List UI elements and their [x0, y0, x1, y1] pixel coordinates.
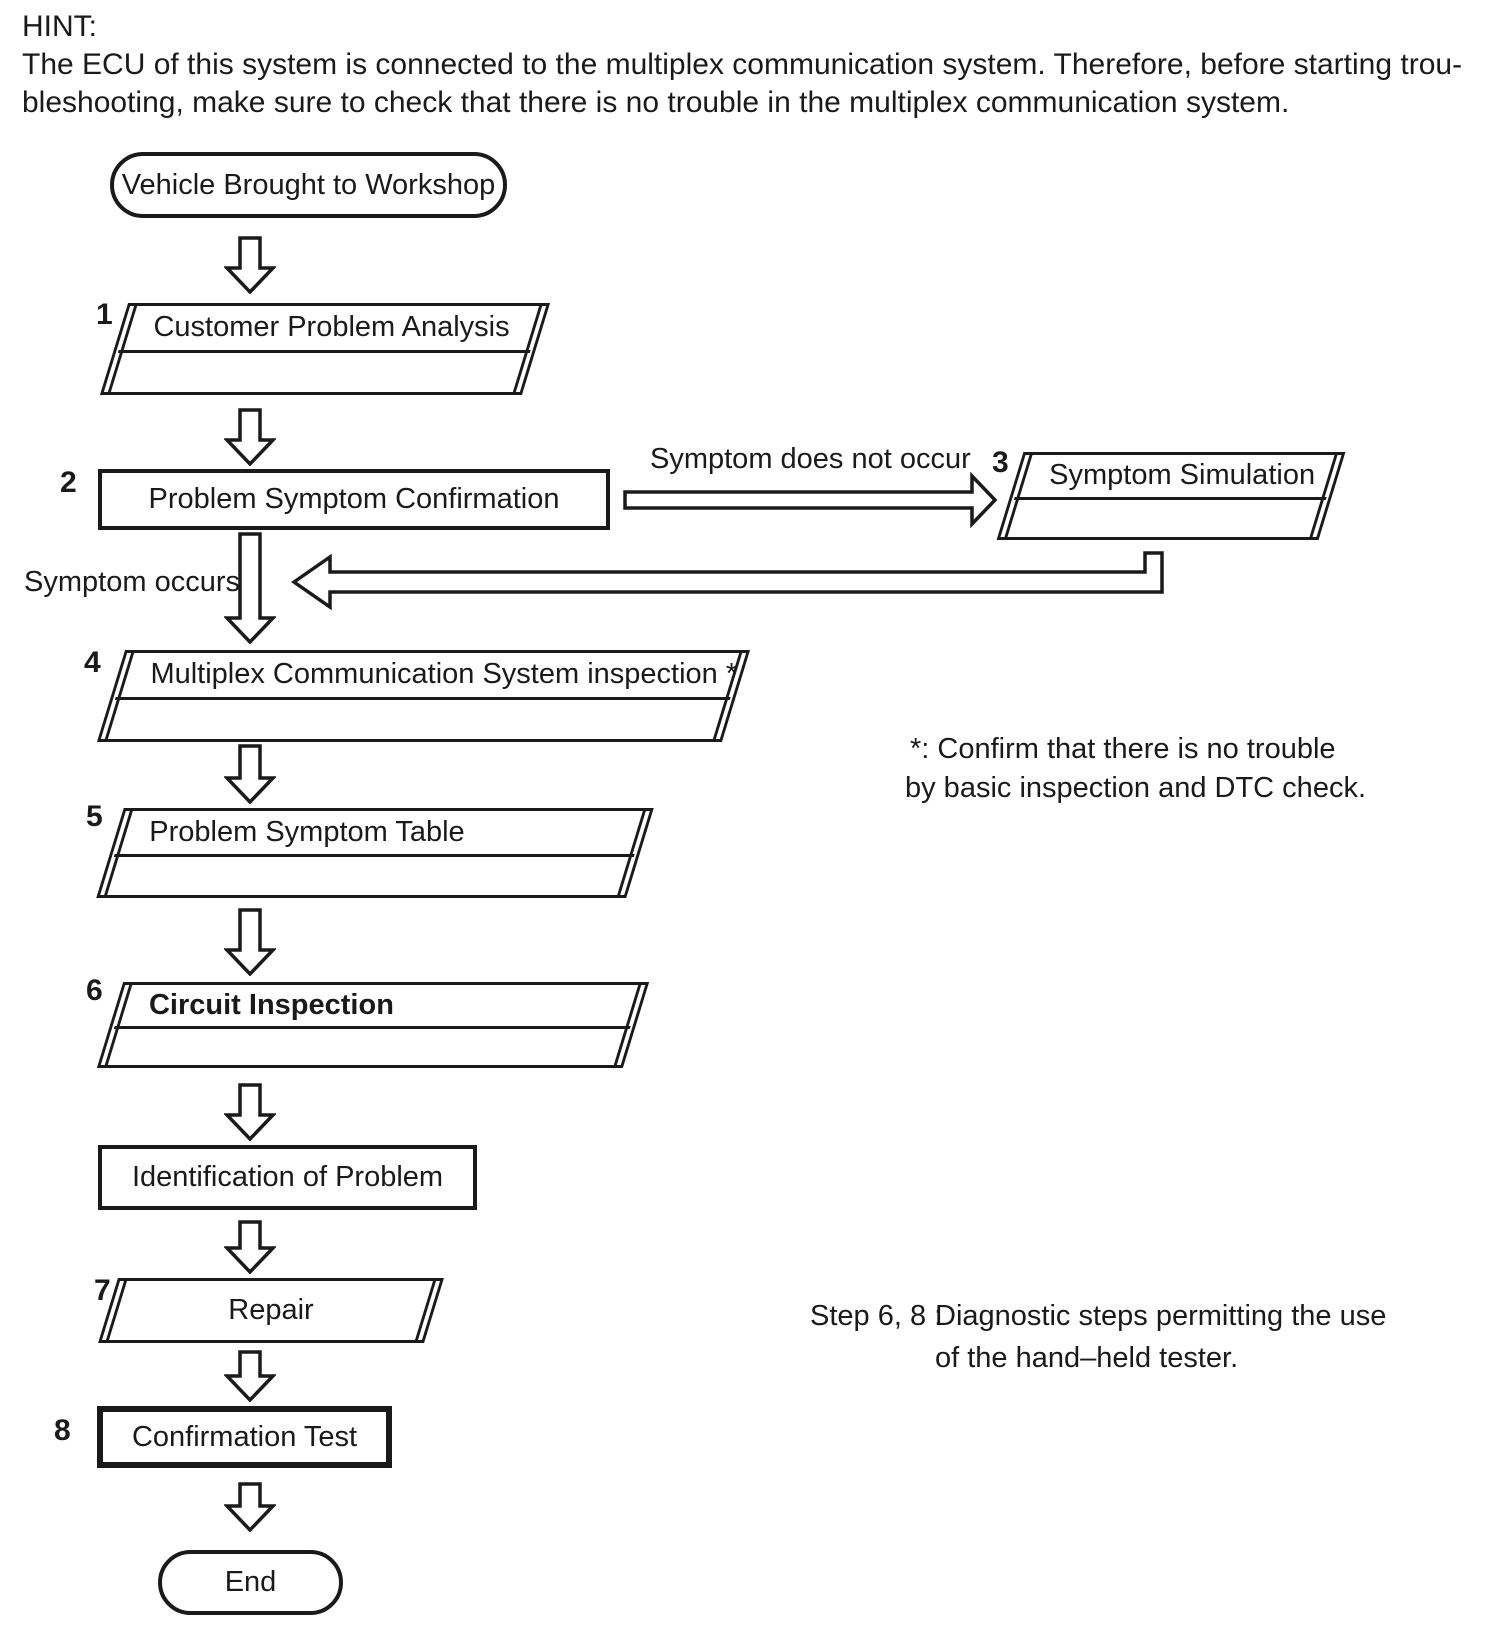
step-number-7: 7: [94, 1274, 111, 1307]
arrow-right-icon: [623, 471, 998, 529]
node-label: Symptom Simulation: [1049, 459, 1316, 492]
arrow-down-icon: [224, 1083, 276, 1141]
step68-note-line1: Diagnostic steps permitting the use: [935, 1300, 1387, 1332]
node-label: Customer Problem Analysis: [153, 311, 510, 344]
hint-text-line1: The ECU of this system is connected to t…: [22, 48, 1463, 81]
hint-heading: HINT:: [22, 10, 97, 43]
arrow-down-icon: [224, 1350, 276, 1402]
node-divider: [113, 853, 635, 857]
edge-label-symptom-occurs: Symptom occurs: [24, 566, 240, 598]
step-number-6: 6: [86, 974, 103, 1007]
asterisk-note-line1: *: Confirm that there is no trouble: [910, 733, 1336, 765]
arrow-return-left-icon: [290, 551, 1164, 611]
step-number-5: 5: [86, 800, 103, 833]
node-label: Multiplex Communication System inspectio…: [150, 658, 738, 691]
step-number-2: 2: [60, 466, 77, 499]
node-circuit-inspection: Circuit Inspection: [96, 982, 650, 1068]
step-number-4: 4: [84, 646, 101, 679]
node-divider: [114, 696, 731, 700]
node-problem-symptom-confirmation: Problem Symptom Confirmation: [98, 469, 610, 530]
start-node: Vehicle Brought to Workshop: [110, 152, 507, 218]
end-node: End: [158, 1550, 343, 1615]
node-confirmation-test: Confirmation Test: [97, 1406, 392, 1468]
node-label: Repair: [228, 1294, 314, 1326]
node-customer-problem-analysis: Customer Problem Analysis: [99, 303, 551, 395]
asterisk-note-line2: by basic inspection and DTC check.: [905, 772, 1366, 804]
node-problem-symptom-table: Problem Symptom Table: [96, 808, 654, 898]
node-label: Circuit Inspection: [148, 988, 394, 1021]
arrow-down-icon: [224, 236, 276, 294]
node-divider: [1013, 496, 1327, 500]
node-identification-of-problem: Identification of Problem: [98, 1145, 477, 1210]
arrow-down-icon: [224, 1220, 276, 1274]
hint-text-line2: bleshooting, make sure to check that the…: [22, 86, 1290, 119]
step68-note-line2: of the hand–held tester.: [935, 1342, 1239, 1374]
step68-note-label: Step 6, 8 :: [810, 1300, 943, 1332]
arrow-down-icon: [224, 532, 276, 644]
step-number-3: 3: [992, 446, 1009, 479]
arrow-down-icon: [224, 908, 276, 976]
arrow-down-icon: [224, 1482, 276, 1532]
arrow-down-icon: [224, 408, 276, 466]
node-repair: Repair: [98, 1278, 444, 1343]
node-multiplex-inspection: Multiplex Communication System inspectio…: [96, 650, 751, 742]
step-number-1: 1: [96, 298, 113, 331]
node-symptom-simulation: Symptom Simulation: [996, 452, 1346, 540]
arrow-down-icon: [224, 744, 276, 804]
node-label: Problem Symptom Table: [149, 815, 465, 848]
edge-label-symptom-does-not-occur: Symptom does not occur: [650, 443, 971, 475]
step-number-8: 8: [54, 1414, 71, 1447]
node-divider: [117, 349, 531, 353]
node-divider: [113, 1025, 631, 1029]
